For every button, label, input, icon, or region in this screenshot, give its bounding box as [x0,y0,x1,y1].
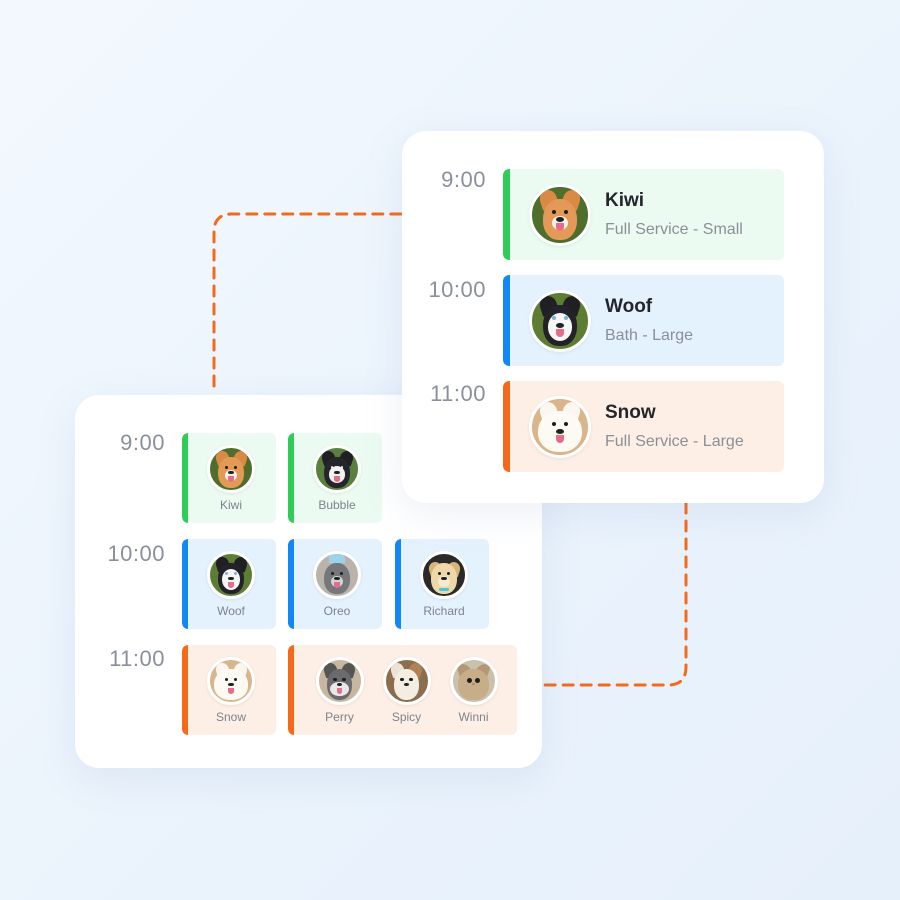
service-label: Bath - Large [605,327,694,344]
samoyed-avatar [529,395,591,458]
pet-name: Snow [605,402,656,423]
pet-name: Perry [325,710,354,724]
appointment-info: Woof Bath - Large [605,296,693,345]
pet-kiwi[interactable]: Kiwi [203,445,259,512]
service-label: Full Service - Small [605,221,743,238]
appointment-block-bubble[interactable]: Bubble [288,433,382,523]
appointment-block-snow[interactable]: Snow [182,645,276,735]
husky-avatar [207,551,255,599]
appointment-block-group-11[interactable]: Perry Spicy Winni [288,645,517,735]
samoyed-avatar [207,657,255,705]
pet-oreo[interactable]: Oreo [309,551,365,618]
pet-woof[interactable]: Woof [203,551,259,618]
appointment-card-snow[interactable]: Snow Full Service - Large [503,381,784,472]
corgi-avatar [207,445,255,493]
border-collie-avatar [313,445,361,493]
labrador-bowtie-avatar [420,551,468,599]
appointment-card-woof[interactable]: Woof Bath - Large [503,275,784,366]
appointment-info: Snow Full Service - Large [605,402,744,451]
time-label-10: 10:00 [428,277,486,302]
time-label-9: 9:00 [120,430,165,455]
appointment-info: Kiwi Full Service - Small [605,190,743,239]
pet-name: Woof [605,296,653,317]
schedule-overview-card: 9:00 Kiwi Bubble 10:00 Woof [75,395,542,768]
pet-spicy[interactable]: Spicy [379,657,435,724]
pet-name: Kiwi [219,498,242,512]
pet-name: Richard [423,604,465,618]
pet-name: Bubble [318,498,356,512]
pet-name: Snow [215,710,247,724]
tabby-cat-avatar [449,657,498,705]
pet-name: Kiwi [605,190,645,211]
pet-name: Woof [217,604,245,618]
service-label: Full Service - Large [605,433,744,450]
pet-name: Winni [458,710,489,724]
pet-name: Spicy [391,710,422,724]
akita-party-hat-avatar [313,551,361,599]
schnauzer-avatar [315,657,364,705]
appointment-block-woof[interactable]: Woof [182,539,276,629]
appointment-block-kiwi[interactable]: Kiwi [182,433,276,523]
pet-bubble[interactable]: Bubble [309,445,365,512]
appointment-block-richard[interactable]: Richard [395,539,489,629]
corgi-avatar [529,183,591,246]
pet-name: Oreo [323,604,351,618]
appointment-block-oreo[interactable]: Oreo [288,539,382,629]
husky-avatar [529,289,591,352]
time-label-10: 10:00 [107,541,165,566]
time-label-9: 9:00 [441,167,486,192]
pet-perry[interactable]: Perry [312,657,368,724]
chihuahua-avatar [382,657,431,705]
schedule-detail-card: 9:00 Kiwi Full Service - Small 10:00 Woo… [402,131,824,503]
pet-richard[interactable]: Richard [416,551,472,618]
time-label-11: 11:00 [109,646,165,671]
time-label-11: 11:00 [430,381,486,406]
pet-winni[interactable]: Winni [446,657,502,724]
pet-snow[interactable]: Snow [203,657,259,724]
appointment-card-kiwi[interactable]: Kiwi Full Service - Small [503,169,784,260]
